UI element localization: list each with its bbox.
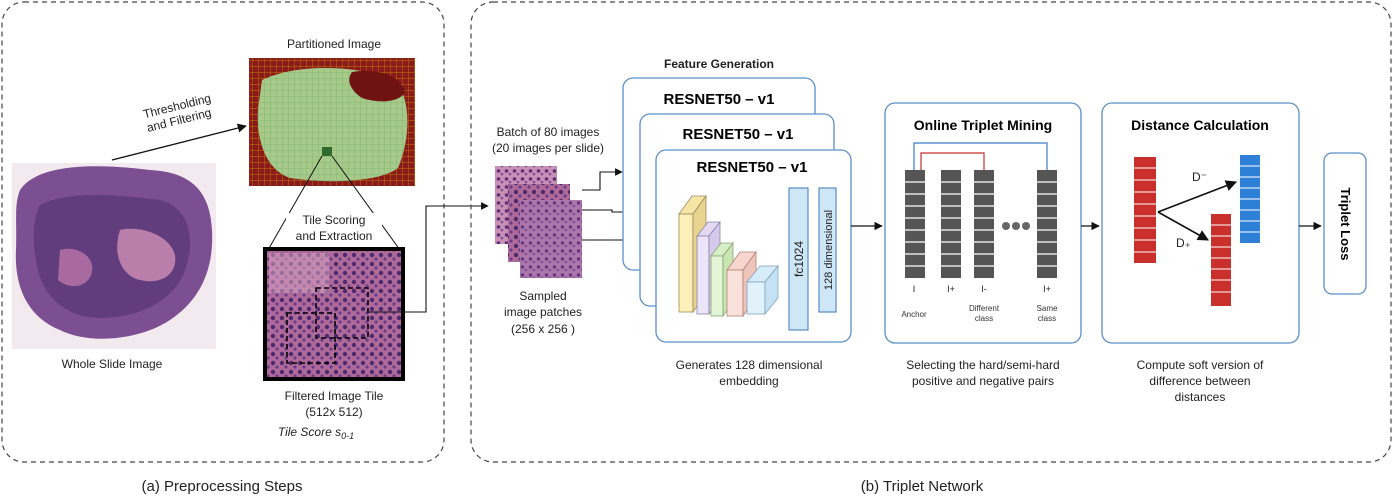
patch-arrow-1	[582, 168, 623, 191]
triplet-panel	[470, 1, 1392, 463]
vec-different	[974, 170, 994, 278]
batch-label-1: Batch of 80 images	[497, 125, 600, 139]
d-minus-label: D⁻	[1192, 170, 1207, 184]
triplet-loss-box	[1323, 152, 1367, 295]
partitioned-image	[249, 58, 415, 186]
same-bottom-label-1: Same	[1037, 304, 1058, 313]
sampled-label-3: (256 x 256 )	[511, 322, 575, 336]
anchor-bottom-label: Anchor	[901, 310, 927, 319]
tile-score-sub: 0-1	[341, 431, 354, 441]
negative-embedding-vector	[1211, 214, 1231, 306]
tile-to-batch-arrow	[368, 202, 489, 313]
mining-desc-1: Selecting the hard/semi-hard	[906, 358, 1059, 372]
zoom-line-right	[331, 155, 401, 251]
wsi-label: Whole Slide Image	[62, 357, 163, 371]
preprocessing-panel	[1, 1, 445, 463]
resnet-label-middle: RESNET50 – v1	[683, 126, 794, 143]
feature-generation-label: Feature Generation	[664, 57, 774, 71]
cnn-layers	[678, 194, 779, 318]
mining-title: Online Triplet Mining	[914, 117, 1052, 133]
anchor-pos-link	[913, 142, 1048, 170]
anchor-neg-link	[920, 152, 985, 170]
sampled-patches	[495, 166, 582, 278]
vec-positive	[941, 170, 961, 278]
diff-top-label: I-	[981, 284, 987, 294]
vec-same	[1037, 170, 1057, 278]
generates-label-1: Generates 128 dimensional	[676, 358, 823, 372]
mining-desc-2: positive and negative pairs	[912, 374, 1054, 388]
resnet-label-back: RESNET50 – v1	[664, 91, 775, 108]
vec-anchor	[905, 170, 925, 278]
tile-score-text: Tile Score s	[278, 425, 341, 439]
positive-embedding-vector	[1240, 155, 1260, 243]
preprocessing-caption: (a) Preprocessing Steps	[142, 478, 303, 495]
triplet-loss-label: Triplet Loss	[1338, 188, 1353, 261]
distance-desc-3: distances	[1175, 390, 1226, 404]
d-minus-arrow	[1157, 180, 1238, 213]
same-top-label: I+	[1043, 284, 1051, 294]
distance-desc-2: difference between	[1149, 374, 1250, 388]
zoom-line-left	[267, 155, 323, 251]
pos-label: I+	[947, 284, 955, 294]
resnet-label-front: RESNET50 – v1	[697, 159, 808, 176]
filtered-image-tile	[263, 247, 405, 381]
batch-label-2: (20 images per slide)	[492, 141, 604, 155]
whole-slide-image	[12, 163, 216, 349]
distance-desc-1: Compute soft version of	[1137, 358, 1264, 372]
d-plus-label: D₊	[1176, 236, 1191, 250]
tile-scoring-label-2: and Extraction	[296, 229, 373, 243]
same-bottom-label-2: class	[1038, 314, 1056, 323]
distance-title: Distance Calculation	[1131, 117, 1269, 133]
fc1024-layer	[788, 187, 809, 331]
fc-label: fc1024	[792, 241, 806, 277]
sampled-label-2: image patches	[504, 305, 582, 319]
generates-label-2: embedding	[719, 374, 778, 388]
diff-bottom-label-1: Different	[969, 304, 1000, 313]
anchor-top-label: I	[913, 284, 916, 294]
triplet-caption: (b) Triplet Network	[861, 478, 984, 495]
tile-score-label: Tile Score s0-1	[278, 425, 354, 441]
anchor-embedding-vector	[1134, 157, 1156, 263]
ellipsis-dots	[1002, 222, 1030, 230]
tile-scoring-label-bg	[286, 213, 382, 245]
tile-scoring-label-1: Tile Scoring	[303, 213, 366, 227]
thresholding-arrow	[111, 123, 247, 161]
partitioned-label: Partitioned Image	[287, 37, 381, 51]
distance-box	[1101, 102, 1300, 344]
dim-label: 128 dimensional	[823, 210, 835, 290]
vector-separators	[905, 181, 1057, 267]
d-plus-arrow	[1157, 211, 1209, 241]
tile-label-2: (512x 512)	[305, 405, 362, 419]
diff-bottom-label-2: class	[975, 314, 993, 323]
layer-5	[746, 264, 779, 316]
tile-label-1: Filtered Image Tile	[285, 389, 384, 403]
dim128-layer	[818, 187, 837, 313]
sampled-label-1: Sampled	[519, 289, 566, 303]
